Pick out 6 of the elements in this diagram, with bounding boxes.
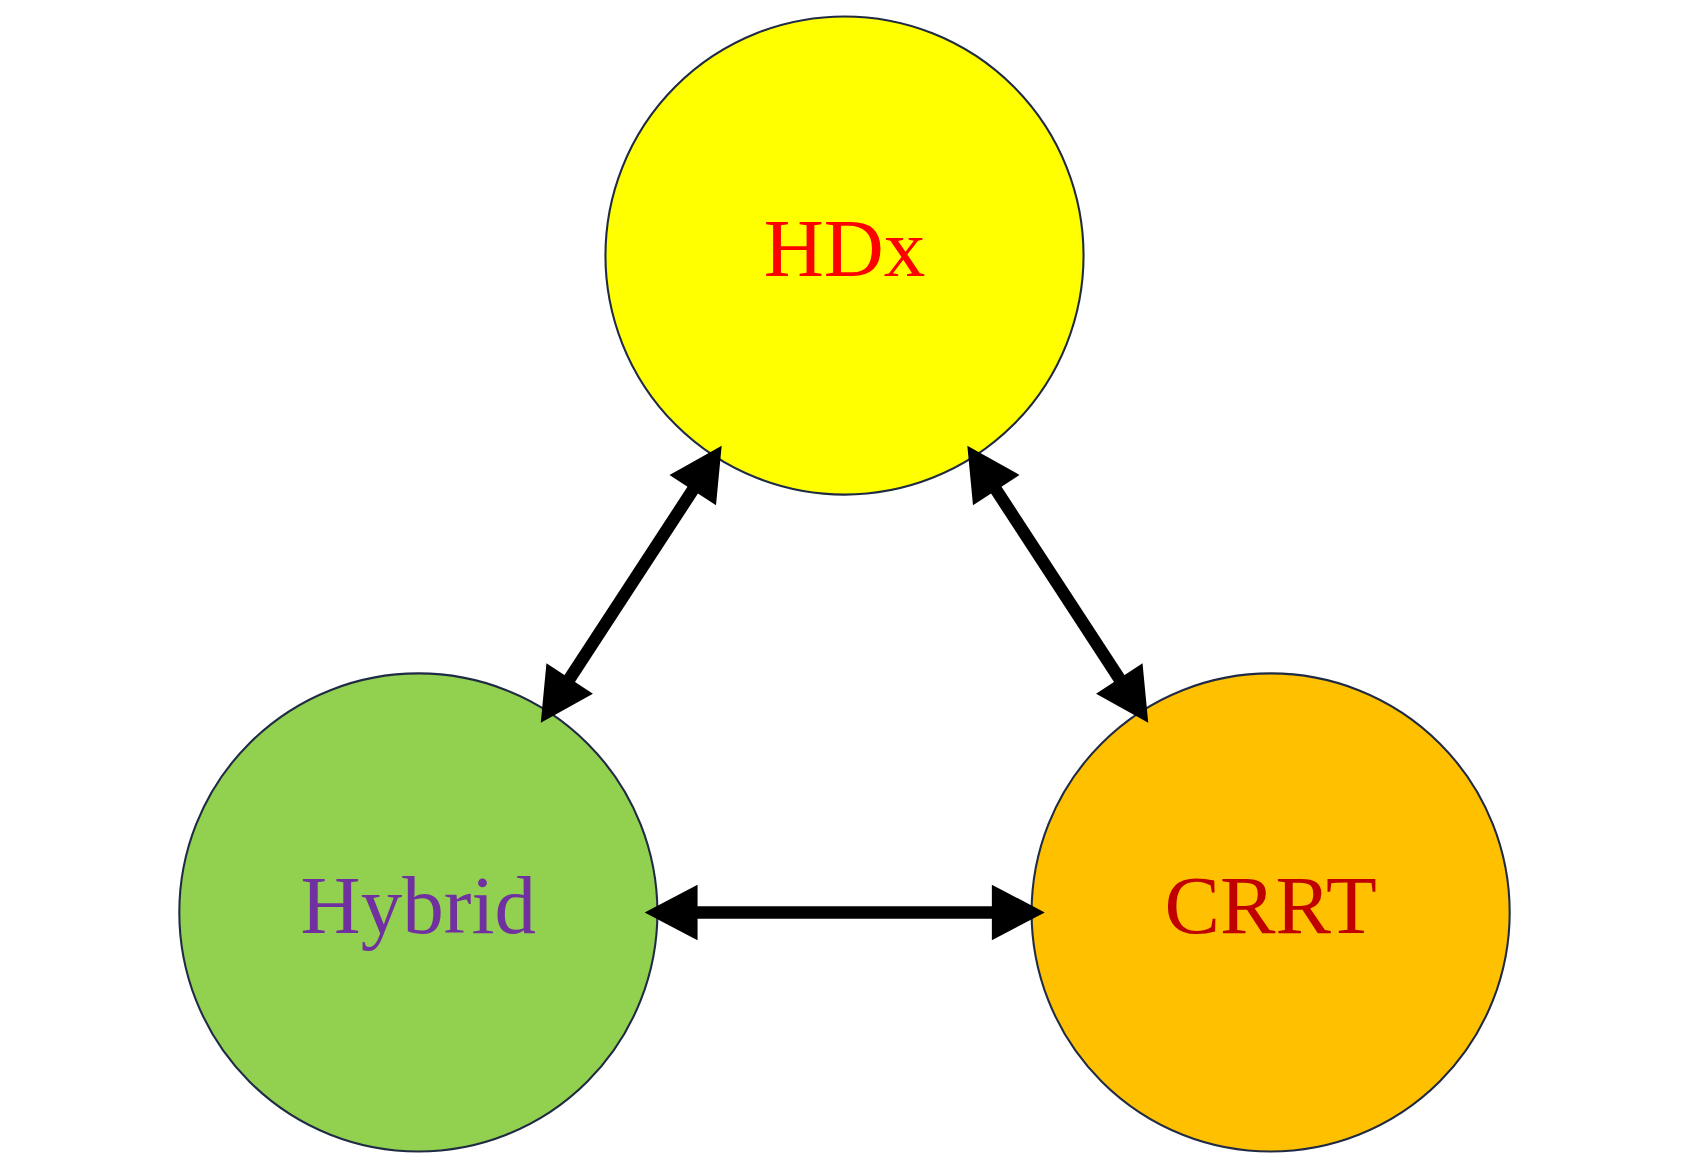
arrow: [644, 884, 1045, 941]
node-circle: Hybrid: [178, 672, 659, 1153]
arrow: [540, 445, 722, 723]
node-circle: CRRT: [1030, 672, 1511, 1153]
node-circle: HDx: [604, 15, 1085, 496]
arrow: [967, 445, 1149, 723]
